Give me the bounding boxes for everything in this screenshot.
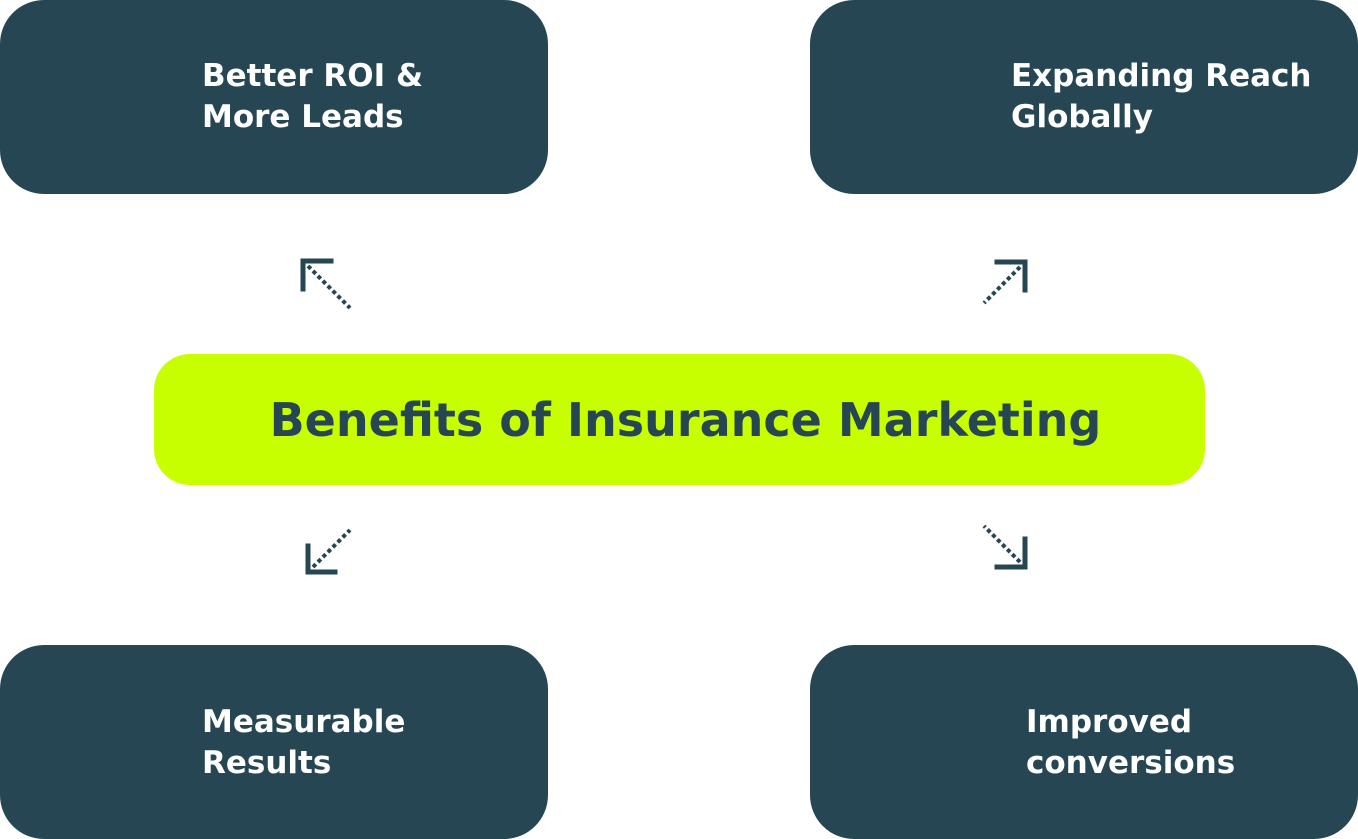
arrow-up-left-icon bbox=[300, 258, 352, 310]
arrow-up-right-icon bbox=[982, 259, 1028, 305]
benefit-card-measurable-results: Measurable Results bbox=[0, 645, 548, 839]
arrow-down-right-icon bbox=[982, 524, 1028, 570]
diagram-title: Benefits of Insurance Marketing bbox=[269, 392, 1102, 447]
benefit-label: Improved conversions bbox=[1026, 704, 1236, 781]
benefit-label: Better ROI & More Leads bbox=[202, 58, 423, 135]
central-topic: Benefits of Insurance Marketing bbox=[154, 354, 1205, 485]
benefit-card-improved-conversions: Improved conversions bbox=[810, 645, 1358, 839]
arrow-down-left-icon bbox=[305, 528, 352, 575]
benefit-card-expanding-reach: Expanding Reach Globally bbox=[810, 0, 1358, 194]
benefit-card-better-roi: Better ROI & More Leads bbox=[0, 0, 548, 194]
benefit-label: Measurable Results bbox=[202, 704, 406, 781]
benefit-label: Expanding Reach Globally bbox=[1011, 58, 1312, 135]
